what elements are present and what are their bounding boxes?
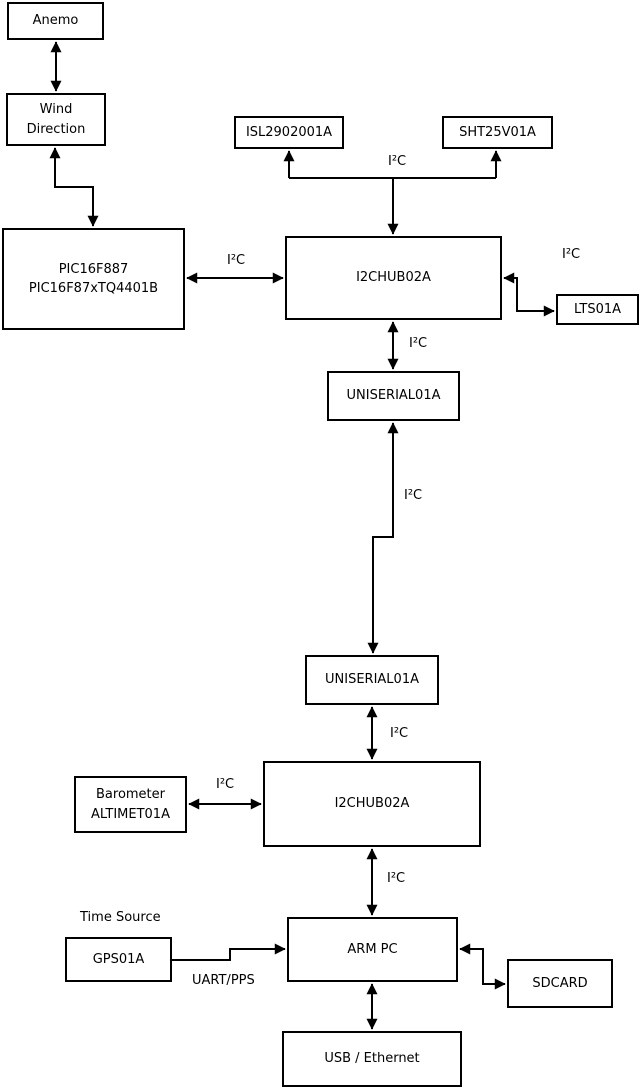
node-uniserial-1: UNISERIAL01A (327, 371, 460, 421)
label-i2c-uniserial-hub2: I²C (390, 726, 409, 741)
edge-gps-armpc (172, 943, 286, 961)
node-gps01a: GPS01A (65, 937, 172, 982)
node-isl2902001a: ISL2902001A (234, 116, 344, 149)
node-sdcard: SDCARD (507, 959, 613, 1008)
label-i2c-pic-hub: I²C (227, 253, 246, 268)
node-uniserial-2: UNISERIAL01A (305, 655, 439, 705)
label-i2c-uniserial-link: I²C (404, 488, 423, 503)
label-i2c-hub2-armpc: I²C (387, 871, 406, 886)
node-sht25v01a-label: SHT25V01A (459, 124, 536, 140)
node-wind-direction-label-line1: Wind (39, 102, 73, 117)
node-gps01a-label: GPS01A (92, 951, 145, 967)
node-pic-label-line2: PIC16F87xTQ4401B (28, 281, 159, 296)
node-anemo-label: Anemo (32, 13, 79, 29)
node-isl2902001a-label: ISL2902001A (245, 124, 333, 140)
node-pic-label-line1: PIC16F887 (58, 261, 129, 277)
edge-wind-pic (49, 147, 99, 227)
node-i2c-hub-2: I2CHUB02A (263, 761, 481, 847)
node-usb-ethernet-label: USB / Ethernet (324, 1051, 420, 1067)
label-i2c-sensor-bus: I²C (388, 154, 407, 169)
label-i2c-hub-lts: I²C (562, 247, 581, 262)
node-wind-direction: Wind Direction (6, 93, 106, 146)
node-lts01a: LTS01A (556, 294, 639, 325)
node-i2c-hub-1: I2CHUB02A (285, 236, 502, 320)
node-arm-pc-label: ARM PC (347, 941, 398, 957)
node-uniserial-1-label: UNISERIAL01A (346, 388, 441, 404)
label-uart-pps: UART/PPS (192, 973, 255, 988)
node-sht25v01a: SHT25V01A (442, 116, 553, 149)
node-arm-pc: ARM PC (287, 917, 458, 982)
edge-uniserial1-uniserial2 (367, 422, 399, 654)
node-uniserial-2-label: UNISERIAL01A (325, 672, 419, 688)
node-barometer: Barometer ALTIMET01A (74, 776, 187, 833)
label-time-source: Time Source (80, 910, 161, 925)
node-i2c-hub-2-label: I2CHUB02A (334, 796, 410, 812)
edge-hub1-lts (503, 272, 555, 317)
edge-armpc-sdcard (459, 943, 506, 990)
label-i2c-hub-uniserial: I²C (409, 336, 428, 351)
node-usb-ethernet: USB / Ethernet (282, 1031, 462, 1087)
node-lts01a-label: LTS01A (573, 301, 622, 317)
label-i2c-barometer-hub2: I²C (216, 777, 235, 792)
node-i2c-hub-1-label: I2CHUB02A (356, 270, 431, 286)
node-sdcard-label: SDCARD (532, 975, 588, 991)
node-barometer-label-line1: Barometer (96, 787, 165, 802)
node-barometer-label-line2: ALTIMET01A (91, 806, 170, 822)
node-anemo: Anemo (7, 2, 104, 40)
node-pic-microcontroller: PIC16F887 PIC16F87xTQ4401B (2, 228, 185, 330)
node-wind-direction-label-line2: Direction (26, 121, 86, 137)
